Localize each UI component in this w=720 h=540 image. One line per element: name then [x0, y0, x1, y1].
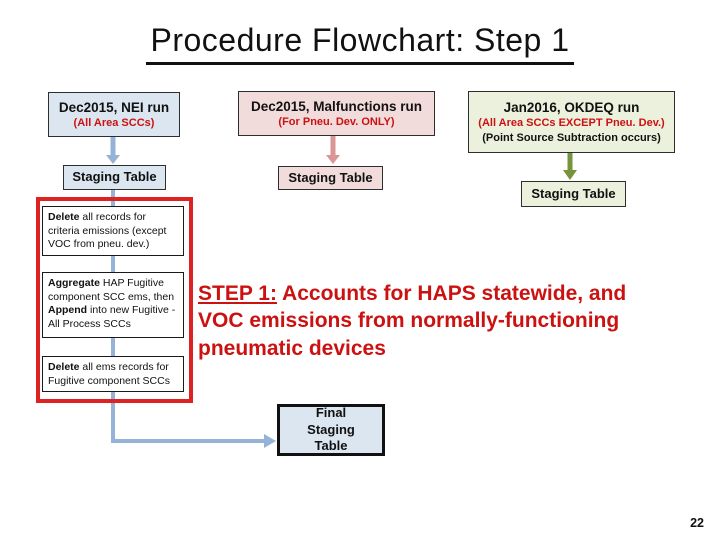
flow-node-note: (Point Source Subtraction occurs) [482, 131, 661, 144]
page-title: Procedure Flowchart: Step 1 [0, 22, 720, 65]
staging-table-label: Staging Table [72, 169, 157, 185]
flow-node-okdeq-run: Jan2016, OKDEQ run (All Area SCCs EXCEPT… [468, 91, 675, 153]
step1-text: Accounts for HAPS statewide, and VOC emi… [198, 282, 627, 360]
arrow-down-pink-icon [326, 136, 340, 164]
flow-node-sublabel: (All Area SCCs EXCEPT Pneu. Dev.) [478, 117, 665, 130]
staging-table-label: Staging Table [531, 185, 616, 201]
staging-table-malfunctions: Staging Table [278, 166, 383, 190]
process-step-aggregate-append: Aggregate HAP Fugitive component SCC ems… [42, 272, 184, 338]
process-step-text: into new Fugitive - All Process SCCs [48, 304, 176, 330]
step1-label: STEP 1: [198, 282, 277, 305]
step1-annotation: STEP 1: Accounts for HAPS statewide, and… [198, 280, 648, 362]
process-step-text: HAP Fugitive component SCC ems, then [48, 277, 175, 303]
step1-process-group [36, 197, 193, 403]
process-step-text: all ems records for Fugitive component S… [48, 361, 170, 387]
process-step-verb: Aggregate [48, 277, 100, 289]
staging-table-okdeq: Staging Table [521, 181, 626, 207]
flow-node-malfunctions-run: Dec2015, Malfunctions run (For Pneu. Dev… [238, 91, 435, 136]
process-step-verb: Append [48, 304, 88, 317]
process-step-verb: Delete [48, 211, 80, 223]
flow-node-sublabel: (For Pneu. Dev. ONLY) [278, 116, 395, 129]
staging-table-nei: Staging Table [63, 165, 166, 190]
process-step-delete-criteria: Delete all records for criteria emission… [42, 206, 184, 256]
arrow-down-green-icon [563, 153, 577, 180]
staging-table-label: Staging Table [288, 169, 373, 185]
process-step-verb: Delete [48, 361, 80, 373]
process-step-delete-fugitive: Delete all ems records for Fugitive comp… [42, 356, 184, 392]
flow-node-label: Dec2015, NEI run [58, 99, 170, 115]
process-step-text: all records for criteria emissions (exce… [48, 211, 167, 251]
final-staging-table: Final Staging Table [277, 404, 385, 456]
flow-node-nei-run: Dec2015, NEI run (All Area SCCs) [48, 92, 180, 137]
final-staging-table-label: Final Staging Table [307, 404, 355, 454]
arrow-down-blue-icon [106, 137, 120, 164]
page-number: 22 [690, 516, 704, 530]
flow-node-label: Jan2016, OKDEQ run [503, 99, 640, 115]
flow-node-label: Dec2015, Malfunctions run [250, 98, 423, 114]
flow-node-sublabel: (All Area SCCs) [73, 117, 155, 130]
